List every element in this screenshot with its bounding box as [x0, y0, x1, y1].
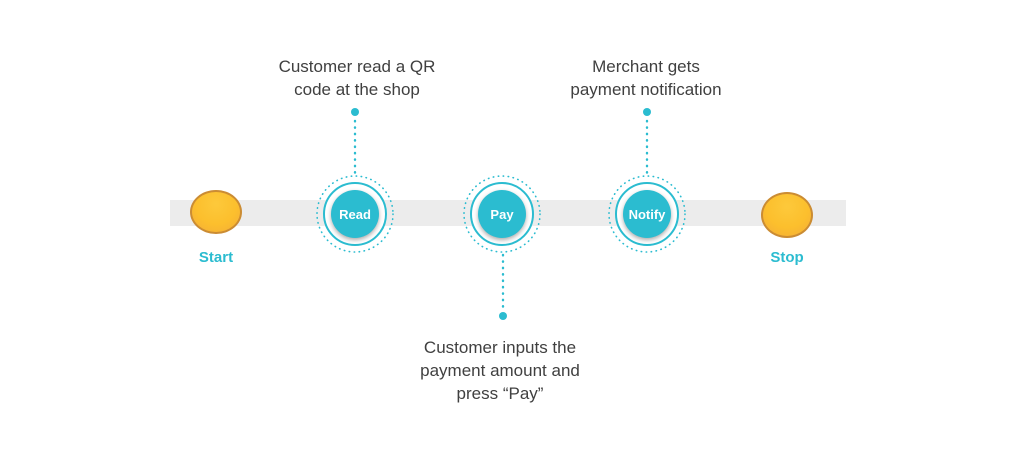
milestone-ring: Read — [323, 182, 387, 246]
annotation-notify: Merchant gets payment notification — [570, 57, 722, 99]
milestone-ring: Notify — [615, 182, 679, 246]
milestone-core: Read — [331, 190, 379, 238]
annotation-pay: Customer inputs the payment amount and p… — [420, 338, 580, 403]
start-label: Start — [198, 249, 234, 266]
milestone-read-label: Read — [339, 206, 371, 222]
annotation-read: Customer read a QR code at the shop — [278, 57, 436, 99]
milestone-core: Notify — [623, 190, 671, 238]
dotted-ring-icon — [608, 175, 686, 253]
milestone-read: Read — [316, 175, 394, 253]
milestone-ring: Pay — [470, 182, 534, 246]
dotted-ring-icon — [463, 175, 541, 253]
milestone-pay: Pay — [463, 175, 541, 253]
dotted-connector-read — [351, 108, 359, 179]
milestone-notify: Notify — [608, 175, 686, 253]
dotted-connector-pay — [499, 253, 507, 320]
dotted-ring-icon — [316, 175, 394, 253]
milestone-pay-label: Pay — [490, 206, 514, 222]
start-node — [190, 190, 242, 234]
dotted-connector-notify — [643, 108, 651, 179]
stop-node — [761, 192, 813, 238]
milestone-notify-label: Notify — [628, 206, 666, 222]
stop-label: Stop — [770, 249, 804, 266]
milestone-core: Pay — [478, 190, 526, 238]
